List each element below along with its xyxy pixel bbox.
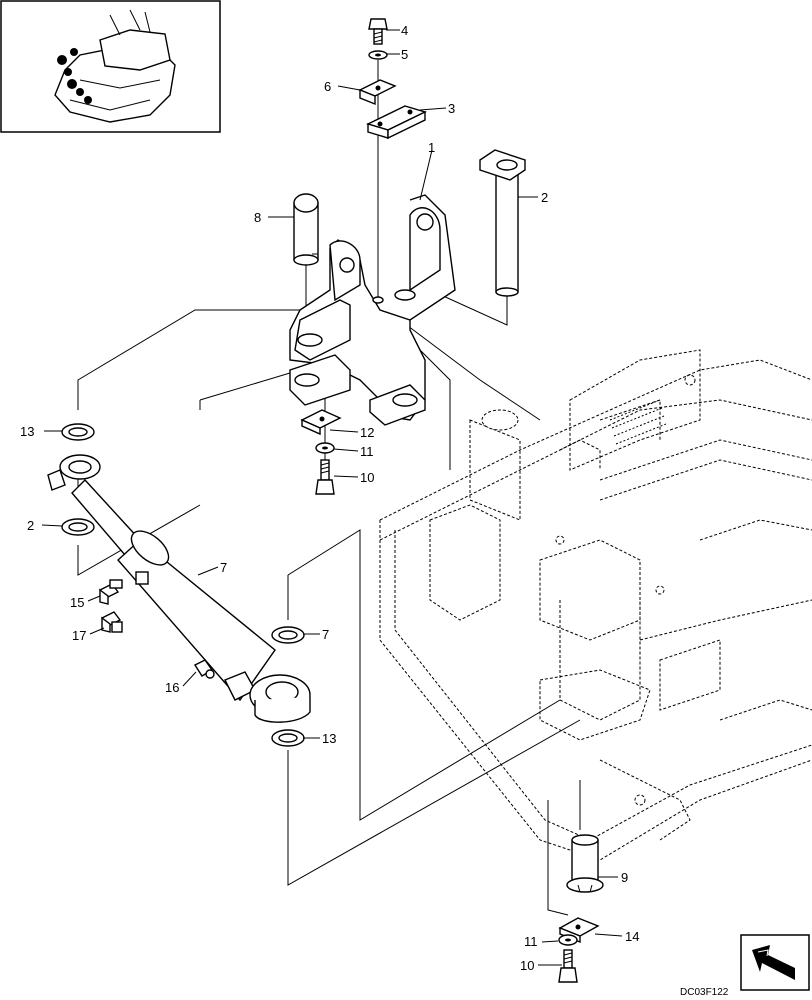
callout-2-lower: 2: [27, 518, 34, 533]
callout-13-lower: 13: [322, 731, 336, 746]
pin-8: [293, 193, 319, 266]
bolt-10-upper: [315, 459, 335, 495]
callout-6: 6: [324, 79, 331, 94]
callout-14: 14: [625, 929, 639, 944]
callout-2-upper: 2: [541, 190, 548, 205]
bracket-3: [366, 105, 427, 140]
callout-11-lower: 11: [524, 934, 538, 949]
grease-fitting-16: [193, 659, 215, 679]
pin-2-upper: [479, 149, 526, 297]
elbow-fitting-15: [98, 579, 123, 605]
callout-16: 16: [165, 680, 179, 695]
machine-frame-outline: [379, 349, 812, 861]
washer-5: [368, 50, 388, 60]
pin-9: [566, 834, 604, 893]
callout-13-upper: 13: [20, 424, 34, 439]
assembly-guide-lines: [77, 60, 581, 916]
callout-11-upper: 11: [360, 444, 374, 459]
callout-4: 4: [401, 23, 408, 38]
bolt-4: [368, 18, 388, 45]
callout-labels: 4 5 6 3 1 2 8 12 11 10 13 2 7 15 17 7 16…: [20, 23, 639, 973]
callout-leader-lines: [41, 29, 623, 966]
callout-12: 12: [360, 425, 374, 440]
swing-bracket-1: [289, 194, 456, 426]
swing-cylinder-7: [47, 454, 311, 723]
callout-7-washer: 7: [322, 627, 329, 642]
callout-15: 15: [70, 595, 84, 610]
callout-5: 5: [401, 47, 408, 62]
tee-fitting-17: [100, 611, 123, 633]
front-direction-arrow-icon: [740, 934, 810, 991]
washer-13-upper: [61, 423, 95, 441]
callout-1: 1: [428, 140, 435, 155]
callout-9: 9: [621, 870, 628, 885]
callout-3: 3: [448, 101, 455, 116]
washer-7-right: [271, 626, 305, 644]
washer-11-upper: [315, 442, 335, 454]
washer-2-lower: [61, 518, 95, 536]
plate-6: [358, 79, 397, 106]
callout-17: 17: [72, 628, 86, 643]
drawing-code: DC03F122: [680, 987, 729, 998]
machine-overview-icon: [0, 0, 221, 133]
callout-10-upper: 10: [360, 470, 374, 485]
callout-10-lower: 10: [520, 958, 534, 973]
plate-12: [300, 409, 342, 436]
washer-11-lower: [558, 934, 578, 946]
callout-7-cylinder: 7: [220, 560, 227, 575]
bolt-10-lower: [558, 949, 578, 983]
callout-8: 8: [254, 210, 261, 225]
washer-13-lower: [271, 729, 305, 747]
